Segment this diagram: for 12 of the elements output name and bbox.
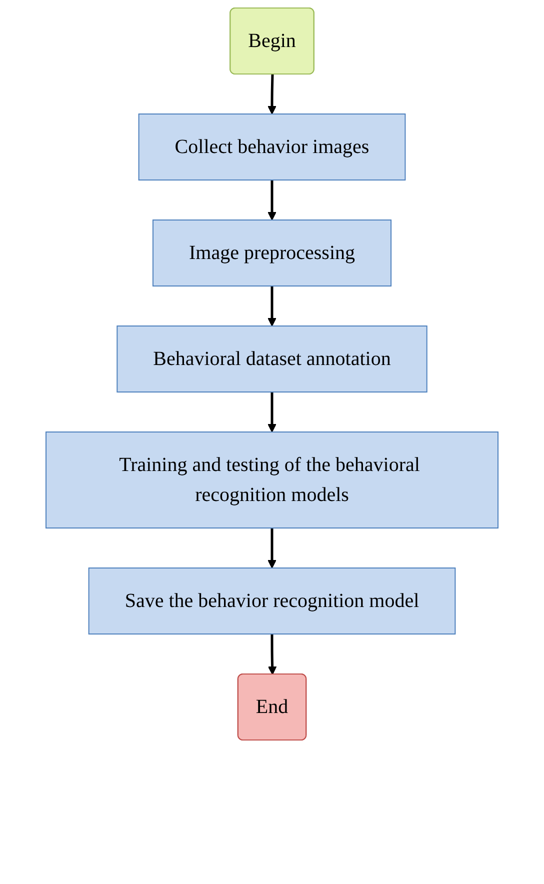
node-box (116, 326, 428, 392)
node-box (88, 568, 456, 634)
arrow (268, 634, 277, 675)
arrow (268, 286, 276, 326)
arrow (268, 74, 276, 114)
arrow (268, 392, 276, 432)
node-box (152, 220, 392, 286)
arrow (268, 180, 276, 220)
node-box (46, 432, 498, 528)
node-box (138, 114, 406, 180)
flowchart: Begin Collect behavior images Image preprocessing Behavioral dataset annotation Training and testing of the behavioral recognition models Save the behavior recognition model End (38, 0, 506, 748)
arrow (268, 528, 276, 568)
